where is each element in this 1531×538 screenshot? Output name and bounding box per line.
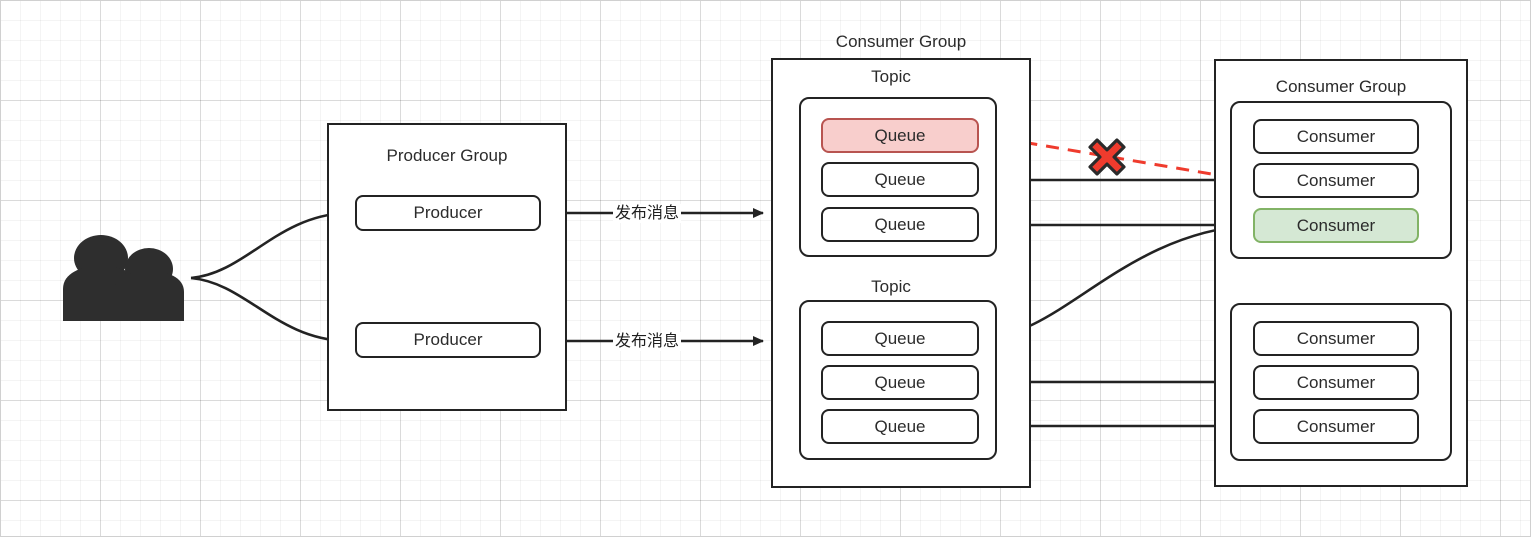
consumer-label-5: Consumer <box>1296 372 1376 392</box>
queue-box-t2-q1[interactable]: Queue <box>821 321 979 356</box>
queue-label-t1-q1: Queue <box>874 125 926 145</box>
queue-box-t2-q3[interactable]: Queue <box>821 409 979 444</box>
producer-label-1: Producer <box>413 203 483 222</box>
consumer-side-label: Consumer Group <box>1275 77 1407 96</box>
broker-outer-label: Consumer Group <box>835 32 967 51</box>
consumer-box-4[interactable]: Consumer <box>1253 321 1419 356</box>
producer-group-label: Producer Group <box>386 146 508 165</box>
users-icon <box>63 235 184 321</box>
edge-users-to-producer-2 <box>190 276 347 346</box>
consumer-label-3: Consumer <box>1296 215 1376 235</box>
queue-box-t1-q3[interactable]: Queue <box>821 207 979 242</box>
consumer-label-6: Consumer <box>1296 416 1376 436</box>
queue-label-t1-q3: Queue <box>874 214 926 234</box>
producer-box-1[interactable]: Producer <box>355 195 541 231</box>
consumer-box-1[interactable]: Consumer <box>1253 119 1419 154</box>
queue-box-t1-q2[interactable]: Queue <box>821 162 979 197</box>
producer-label-2: Producer <box>413 330 483 349</box>
consumer-box-5[interactable]: Consumer <box>1253 365 1419 400</box>
queue-label-t2-q1: Queue <box>874 328 926 348</box>
producer-group-box: Producer Group <box>327 123 567 411</box>
consumer-box-2[interactable]: Consumer <box>1253 163 1419 198</box>
queue-label-t1-q2: Queue <box>874 169 926 189</box>
queue-label-t2-q2: Queue <box>874 372 926 392</box>
consumer-box-3[interactable]: Consumer <box>1253 208 1419 243</box>
consumer-label-1: Consumer <box>1296 126 1376 146</box>
queue-label-t2-q3: Queue <box>874 416 926 436</box>
topic-label-1: Topic <box>871 67 911 86</box>
producer-box-2[interactable]: Producer <box>355 322 541 358</box>
queue-box-t1-q1[interactable]: Queue <box>821 118 979 153</box>
consumer-label-2: Consumer <box>1296 170 1376 190</box>
consumer-box-6[interactable]: Consumer <box>1253 409 1419 444</box>
edge-users-to-producer-1 <box>190 208 347 280</box>
queue-box-t2-q2[interactable]: Queue <box>821 365 979 400</box>
failure-x-icon <box>1088 138 1126 176</box>
edge-label-publish-top: 发布消息 <box>613 204 682 223</box>
consumer-label-4: Consumer <box>1296 328 1376 348</box>
topic-label-2: Topic <box>871 277 911 296</box>
edge-label-publish-bottom: 发布消息 <box>613 332 682 351</box>
